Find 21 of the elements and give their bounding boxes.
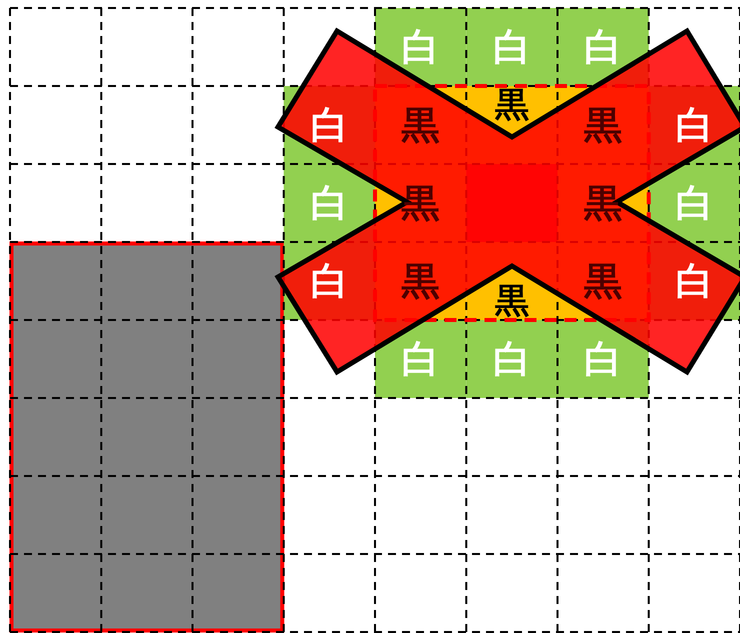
cell-character: 白 (675, 106, 714, 144)
cell-character: 白 (584, 28, 622, 66)
cell-character: 黒 (584, 106, 622, 144)
cell-character: 白 (492, 28, 531, 66)
shaded-area (10, 242, 284, 632)
cell-character: 白 (492, 340, 531, 378)
cell-character: 白 (310, 184, 348, 222)
cell-character: 白 (402, 28, 440, 66)
cell-character: 黒 (584, 184, 622, 222)
cell-character: 白 (310, 106, 348, 144)
cell-character: 黒 (402, 106, 440, 144)
cell-character: 黒 (494, 284, 529, 318)
cell-character: 白 (675, 184, 714, 222)
cell-character: 白 (402, 340, 440, 378)
cell-character: 黒 (584, 262, 622, 300)
cell-character: 黒 (402, 262, 440, 300)
cell-character: 白 (675, 262, 714, 300)
cell-character: 白 (310, 262, 348, 300)
cell-character: 黒 (494, 88, 529, 122)
cell-character: 黒 (402, 184, 440, 222)
cell-character: 白 (584, 340, 622, 378)
